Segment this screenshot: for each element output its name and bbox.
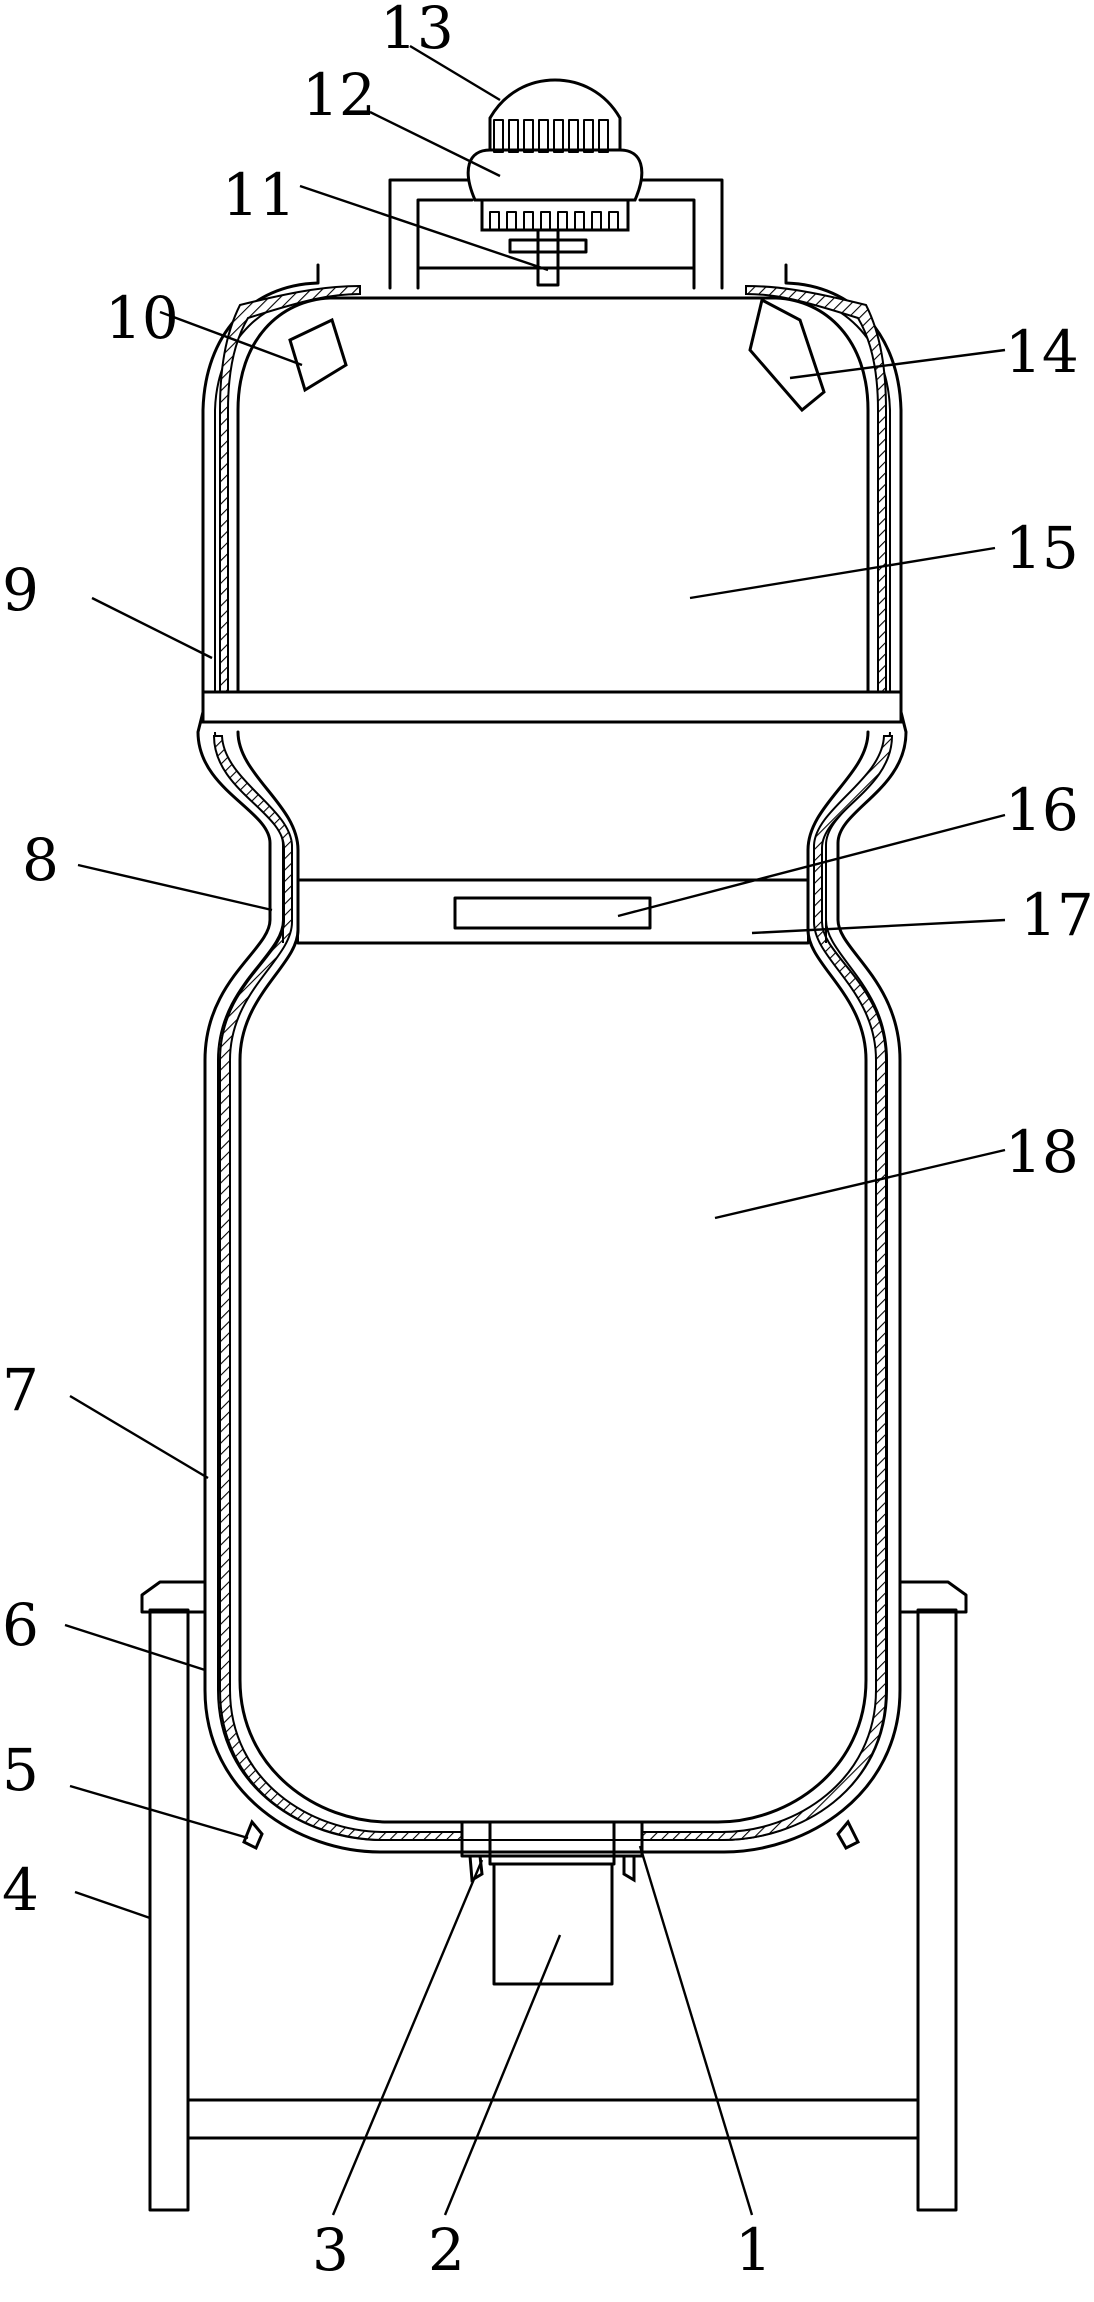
right-leg [916,1608,958,2212]
label-10: 10 [105,284,179,352]
neck-walls [282,880,827,943]
label-14: 14 [1005,318,1079,386]
leader-16 [617,813,1006,918]
leader-lines [64,44,1006,2216]
leader-9 [91,596,213,660]
bottom-outlet [242,1819,861,1986]
leader-17 [751,918,1006,935]
insulation-lower-left [212,735,463,1841]
outlet-neck [488,1820,616,1866]
right-outlet-tab [622,1854,636,1883]
filter-window [453,896,652,930]
insulation-upper [219,284,361,713]
insulation-upper-right [745,284,887,713]
support-stand [140,1580,968,2212]
label-6: 6 [2,1591,39,1659]
label-11: 11 [222,161,296,229]
leader-3 [331,1859,484,2216]
stand-crossbar [186,2098,920,2140]
right-side-port [836,1819,861,1850]
outer-jacket [196,263,908,1854]
leader-7 [69,1394,209,1480]
label-9: 9 [2,556,39,624]
label-15: 15 [1005,514,1079,582]
label-1: 1 [735,2216,772,2284]
motor-base [480,198,630,232]
label-3: 3 [312,2216,349,2284]
left-leg [148,1608,190,2212]
label-2: 2 [428,2216,465,2284]
label-5: 5 [2,1736,39,1804]
outer-jacket-inner-line [214,292,891,1841]
leader-11 [299,184,549,272]
label-8: 8 [22,826,59,894]
leader-4 [74,1890,151,1920]
leader-14 [789,348,1006,380]
leader-12 [369,110,501,178]
left-spray-nozzle [288,317,348,393]
vessel [196,263,908,1854]
motor-fins [493,119,609,153]
left-outlet-tab [468,1854,484,1883]
upper-inner-chamber [236,296,870,714]
label-16: 16 [1005,776,1079,844]
motor-shaft [536,228,560,287]
leader-6 [64,1623,206,1672]
leader-18 [714,1148,1006,1220]
label-13: 13 [380,0,454,62]
right-leg-cap [898,1580,968,1614]
leader-13 [409,44,501,102]
label-18: 18 [1005,1118,1079,1186]
shaft-coupling [508,238,588,254]
label-4: 4 [2,1856,39,1924]
left-leg-cap [140,1580,207,1614]
leader-15 [689,546,996,600]
separator-plate [296,878,810,945]
motor-frame-inner [416,198,696,290]
discharge-valve [492,1862,614,1986]
lower-inner-chamber [236,730,870,1824]
right-spray-nozzle [748,297,826,413]
insulation-lower-right [641,735,894,1841]
label-7: 7 [2,1356,39,1424]
leader-1 [638,1845,754,2216]
label-17: 17 [1020,881,1094,949]
left-side-port [242,1819,264,1851]
motor-assembly [388,78,724,290]
label-12: 12 [302,61,376,129]
motor-housing [466,148,644,202]
motor-fan-cover [488,78,622,152]
leader-8 [77,863,273,912]
leader-10 [159,310,303,367]
leader-2 [443,1934,562,2216]
leader-5 [69,1784,249,1840]
clamp-band [201,690,903,724]
